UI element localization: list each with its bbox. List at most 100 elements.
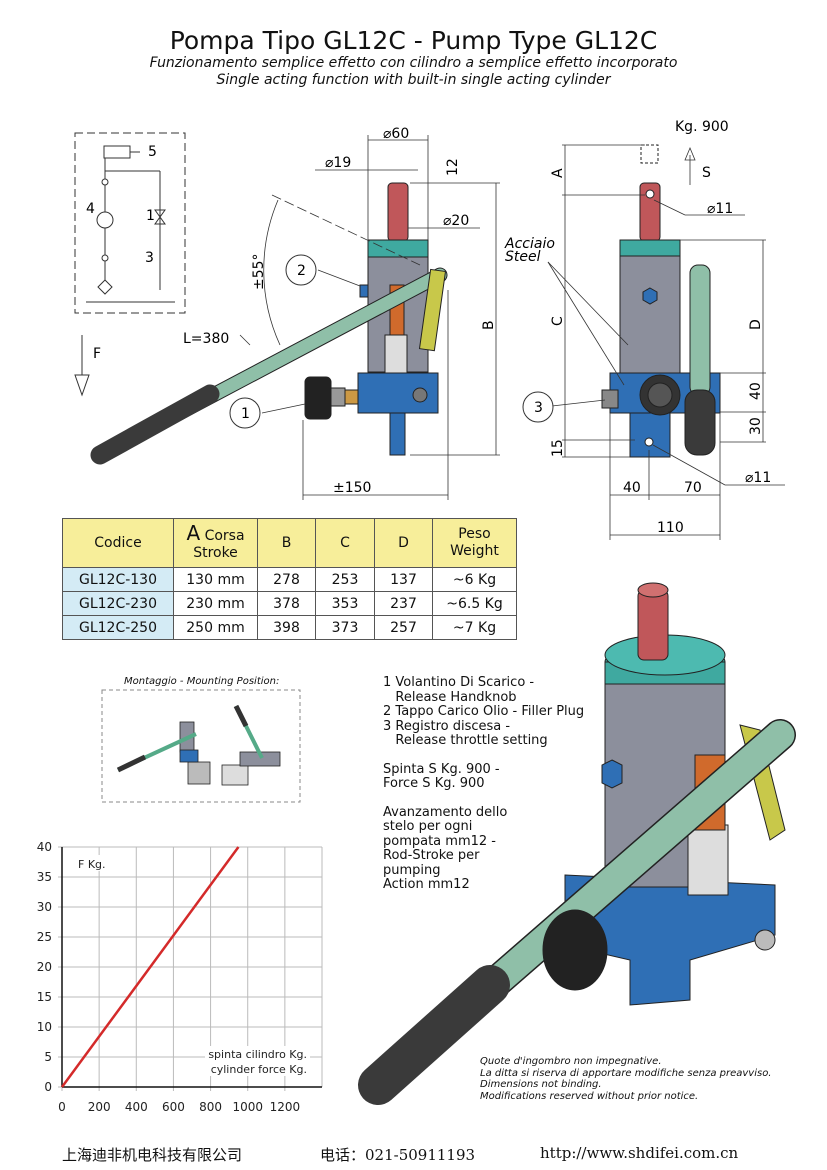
note-force: Force S Kg. 900 [383,776,485,791]
header-corsa: Corsa [204,527,245,544]
y-tick-label: 15 [37,990,52,1004]
dim-angle: ±55° [251,253,267,290]
cell-d: 237 [374,591,433,616]
footer-website[interactable]: http://www.shdifei.com.cn [540,1144,739,1162]
dim-150: ±150 [333,480,371,496]
mounting-illustration [116,704,281,786]
y-tick-label: 0 [44,1080,52,1094]
pump-3d-view [358,582,796,1105]
cell-stroke: 130 mm [173,567,258,592]
note-advance: pumping [383,862,441,878]
y-tick-label: 35 [37,870,52,884]
schematic-label-4: 4 [86,201,95,217]
y-tick-label: 30 [37,900,52,914]
material-en: Steel [505,249,541,265]
header-peso: Peso [458,526,491,542]
hydraulic-schematic [74,132,186,314]
callout-1-circle [229,397,261,429]
note-advance: pompata mm12 - [383,833,496,849]
pump-front-view [601,144,721,458]
xlabel-bg [205,1046,310,1076]
header-b: B [257,518,316,568]
dim-110: 110 [657,520,684,536]
y-tick-label: 20 [37,960,52,974]
schematic-label-1: 1 [146,208,155,224]
cell-b: 398 [257,615,316,640]
header-weight-label: Weight [450,543,499,559]
y-axis-label: F Kg. [78,858,106,871]
dim-c: C [550,316,566,326]
dim-diameter-11-bottom: ⌀11 [745,470,771,486]
disclaimer-line: Quote d'ingombro non impegnative. [480,1056,662,1067]
x-tick-label: 600 [162,1100,185,1114]
footer-phone: 电话：021-50911193 [320,1146,476,1164]
cell-weight: ~6 Kg [432,567,517,592]
note-advance: Action mm12 [383,877,470,892]
dim-diameter-20: ⌀20 [443,213,469,229]
series-line [60,846,240,1088]
ylabel-bg [74,855,116,871]
dim-a: A [550,168,566,178]
side-dimension-lines [239,135,500,500]
x-tick-label: 400 [125,1100,148,1114]
x-axis-label-it: spinta cilindro Kg. [208,1048,307,1061]
page-title: Pompa Tipo GL12C - Pump Type GL12C [169,26,658,55]
note-advance: Avanzamento dello [383,804,508,820]
header-a-letter: A [186,520,201,545]
dim-15: 15 [550,439,566,457]
cell-b: 378 [257,591,316,616]
cell-weight: ~7 Kg [432,615,517,640]
dim-diameter-11-top: ⌀11 [707,201,733,217]
front-load: Kg. 900 [675,119,729,135]
note-line: 1 Volantino Di Scarico - [383,675,535,690]
note-advance: stelo per ogni [383,819,473,834]
force-arrow-icon [74,335,90,397]
x-axis-label-en: cylinder force Kg. [211,1063,307,1076]
schematic-label-3: 3 [145,250,154,266]
table-row: GL12C-130 130 mm 278 253 137 ~6 Kg [62,567,573,592]
dim-lever-length: L=380 [183,331,229,347]
header-stroke-label: Stroke [193,544,238,561]
header-d: D [374,518,433,568]
table-row: GL12C-230 230 mm 378 353 237 ~6.5 Kg [62,591,573,616]
cell-code: GL12C-250 [62,615,174,640]
notes: 1 Volantino Di Scarico - Release Handkno… [383,675,585,893]
footer-company: 上海迪非机电科技有限公司 [62,1146,243,1164]
dim-70: 70 [684,480,702,496]
callout-2: 2 [297,263,306,279]
cell-stroke: 230 mm [173,591,258,616]
note-line: 2 Tappo Carico Olio - Filler Plug [383,704,585,719]
schematic-label-5: 5 [148,144,157,160]
y-tick-label: 5 [44,1050,52,1064]
x-tick-label: 1200 [270,1100,301,1114]
dim-d: D [748,319,764,330]
note-line: Release Handknob [383,689,517,705]
dim-b: B [481,320,497,330]
cell-d: 137 [374,567,433,592]
force-label: F [93,346,101,362]
note-advance: Rod-Stroke per [383,848,480,863]
dim-40-vertical: 40 [748,382,764,400]
x-tick-label: 0 [58,1100,66,1114]
x-tick-label: 800 [199,1100,222,1114]
dim-12: 12 [445,158,461,176]
x-tick-label: 200 [88,1100,111,1114]
callout-1: 1 [241,406,250,422]
cell-code: GL12C-230 [62,591,174,616]
cell-code: GL12C-130 [62,567,174,592]
cell-c: 373 [315,615,375,640]
cell-b: 278 [257,567,316,592]
subtitle-italian: Funzionamento semplice effetto con cilin… [149,55,678,71]
cell-c: 253 [315,567,375,592]
header-codice: Codice [62,518,174,568]
x-tick-label: 1000 [232,1100,263,1114]
dim-diameter-19: ⌀19 [325,155,351,171]
front-dimension-lines [547,144,785,540]
callout-3: 3 [534,400,543,416]
direction-s: S [702,165,711,181]
disclaimer-line: La ditta si riserva di apportare modific… [480,1067,772,1079]
